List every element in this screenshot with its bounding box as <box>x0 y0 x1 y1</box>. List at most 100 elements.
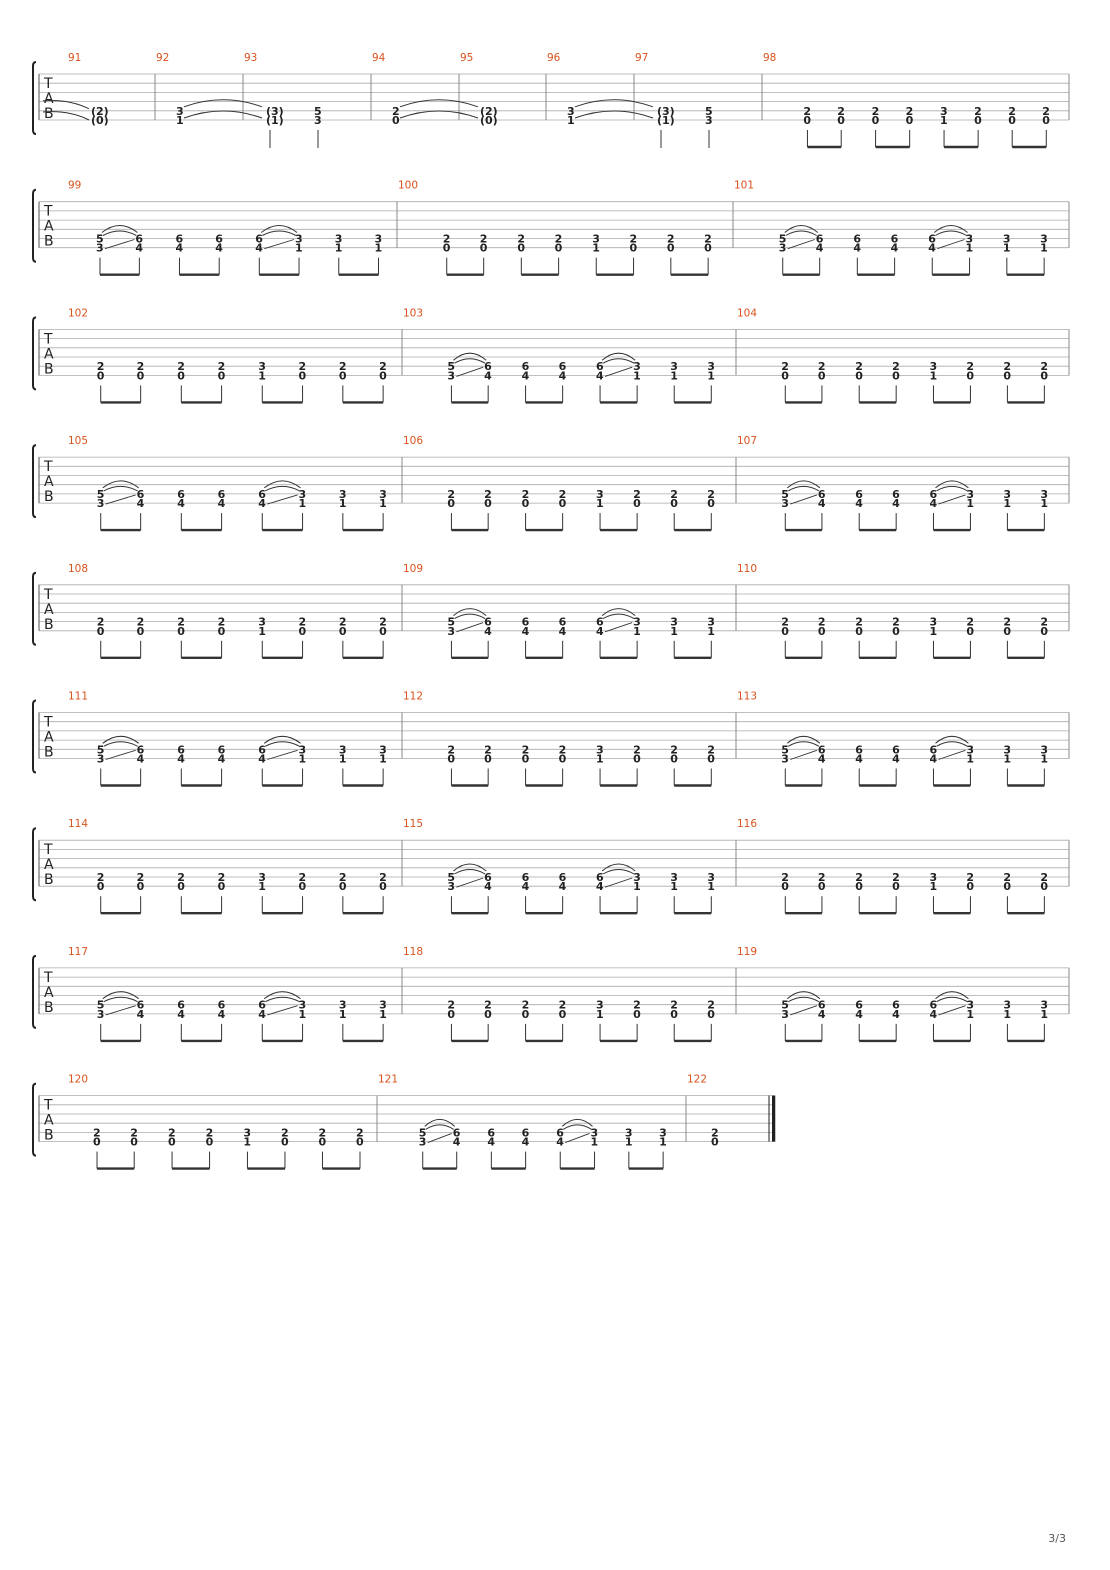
fret-number: 1 <box>940 114 948 127</box>
slur-arc <box>601 352 636 361</box>
fret-number: 0 <box>339 880 347 893</box>
fret-number: 2 <box>206 1126 214 1139</box>
fret-number: 4 <box>453 1136 461 1149</box>
fret-number: 3 <box>419 1136 427 1149</box>
fret-number: 2 <box>837 105 845 118</box>
fret-number: 3 <box>339 743 347 756</box>
measure-number: 104 <box>737 307 757 319</box>
slide-line <box>937 239 965 250</box>
tab-clef-letter: T <box>43 204 53 220</box>
fret-number: 0 <box>281 1136 289 1149</box>
fret-number: 0 <box>177 625 185 638</box>
tie-arc <box>399 99 479 108</box>
fret-number: 0 <box>559 1008 567 1021</box>
slur-arc <box>601 863 636 872</box>
fret-number: 6 <box>177 999 185 1012</box>
fret-number: 0 <box>855 625 863 638</box>
tab-clef-letter: A <box>44 730 54 746</box>
slur-arc <box>454 358 486 364</box>
fret-number: 3 <box>633 616 641 629</box>
fret-number: 3 <box>625 1126 633 1139</box>
fret-number: 4 <box>818 1008 826 1021</box>
fret-number: 1 <box>966 242 974 255</box>
fret-number: 3 <box>258 360 266 373</box>
measure-number: 103 <box>403 307 423 319</box>
fret-number: 4 <box>522 880 530 893</box>
fret-number: 6 <box>855 743 863 756</box>
slide-line <box>790 749 818 760</box>
fret-number: 0 <box>1040 880 1048 893</box>
fret-number: 2 <box>522 488 530 501</box>
fret-number: 3 <box>781 497 789 510</box>
fret-number: 0 <box>447 1008 455 1021</box>
measure-number: 117 <box>68 946 88 958</box>
fret-number: 1 <box>659 1136 667 1149</box>
fret-number: 3 <box>707 871 715 884</box>
fret-number: 2 <box>559 743 567 756</box>
fret-number: 3 <box>781 753 789 766</box>
fret-number: 0 <box>522 753 530 766</box>
fret-number: 1 <box>670 880 678 893</box>
fret-number: 0 <box>837 114 845 127</box>
system-bracket <box>32 188 37 263</box>
tie-arc <box>574 99 654 108</box>
fret-number: 3 <box>781 1008 789 1021</box>
fret-number: 1 <box>596 1008 604 1021</box>
fret-number: 0 <box>379 625 387 638</box>
tab-system: TAB1202020202031202020121536464646431313… <box>32 1074 776 1170</box>
slur-arc <box>786 480 821 489</box>
fret-number: 3 <box>379 488 387 501</box>
fret-number: 3 <box>1040 233 1048 246</box>
fret-number: 2 <box>818 360 826 373</box>
fret-number: 5 <box>705 105 713 118</box>
fret-number: 5 <box>447 871 455 884</box>
fret-number: 6 <box>818 999 826 1012</box>
tab-system: TAB1055364646464313131106202020203120202… <box>32 435 1070 532</box>
fret-number: 1 <box>339 497 347 510</box>
fret-number: 2 <box>630 233 638 246</box>
fret-number: 6 <box>929 999 937 1012</box>
fret-number: 3 <box>670 360 678 373</box>
fret-number: 0 <box>803 114 811 127</box>
fret-number: 0 <box>670 753 678 766</box>
fret-number: 1 <box>966 497 974 510</box>
fret-number: 2 <box>93 1126 101 1139</box>
fret-number: 4 <box>892 1008 900 1021</box>
fret-number: 5 <box>97 743 105 756</box>
fret-number: 1 <box>1003 242 1011 255</box>
fret-number: 3 <box>596 488 604 501</box>
fret-number: 1 <box>707 880 715 893</box>
slur-arc <box>102 991 139 1000</box>
tab-clef-letter: T <box>43 842 53 858</box>
fret-number: 0 <box>1008 114 1016 127</box>
tab-clef-letter: T <box>43 1098 53 1114</box>
fret-number: 2 <box>447 488 455 501</box>
measure-number: 107 <box>737 435 757 447</box>
fret-number: 0 <box>559 753 567 766</box>
fret-number: 4 <box>522 369 530 382</box>
fret-number: 6 <box>818 488 826 501</box>
fret-number: 3 <box>929 360 937 373</box>
fret-number: 4 <box>559 880 567 893</box>
fret-number: 2 <box>974 105 982 118</box>
fret-number: 2 <box>892 871 900 884</box>
tab-clef-letter: A <box>44 985 54 1001</box>
slide-line <box>456 877 484 888</box>
measure-number: 109 <box>403 563 423 575</box>
fret-number: 4 <box>596 880 604 893</box>
fret-number: 0 <box>517 242 525 255</box>
fret-number: 4 <box>218 1008 226 1021</box>
fret-number: 0 <box>818 880 826 893</box>
fret-number: 6 <box>929 743 937 756</box>
fret-number: 0 <box>966 625 974 638</box>
fret-number: 2 <box>559 488 567 501</box>
fret-number: 5 <box>97 999 105 1012</box>
measure-number: 111 <box>68 691 88 703</box>
fret-number: 0 <box>633 497 641 510</box>
fret-number: 0 <box>711 1136 719 1149</box>
page-number: 3/3 <box>1048 1532 1066 1545</box>
fret-number: 0 <box>633 753 641 766</box>
fret-number: 2 <box>484 999 492 1012</box>
slur-arc <box>453 608 487 616</box>
slur-arc <box>102 230 137 236</box>
